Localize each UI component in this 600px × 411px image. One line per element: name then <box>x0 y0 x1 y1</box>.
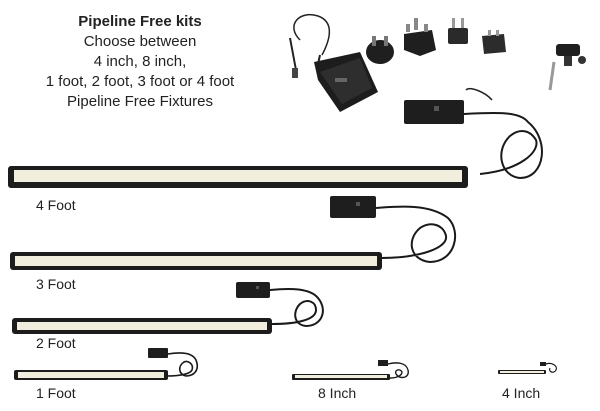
fixture-1-foot-icon <box>14 348 199 380</box>
power-adapter-icon <box>289 13 378 112</box>
plug-adapter-uk-icon <box>404 18 436 56</box>
plug-adapter-eu-icon <box>366 36 394 64</box>
description-line-3: 1 foot, 2 foot, 3 foot or 4 foot <box>45 73 235 90</box>
label-2-foot: 2 Foot <box>36 335 76 351</box>
mounting-clamp-icon <box>548 44 586 91</box>
description-line-4: Pipeline Free Fixtures <box>67 93 213 110</box>
label-8-inch: 8 Inch <box>318 385 357 401</box>
plug-adapter-au-icon <box>482 30 506 54</box>
label-1-foot: 1 Foot <box>36 385 76 401</box>
plug-adapter-us-icon <box>448 18 468 44</box>
label-3-foot: 3 Foot <box>36 276 76 292</box>
kit-heading: Pipeline Free kits <box>78 13 202 30</box>
label-4-foot: 4 Foot <box>36 197 76 213</box>
fixture-3-foot-icon <box>10 196 457 270</box>
description-line-2: 4 inch, 8 inch, <box>93 53 187 70</box>
fixture-4-foot-icon <box>8 88 543 188</box>
fixture-8-inch-icon <box>292 360 409 380</box>
fixture-4-inch-icon <box>498 362 557 374</box>
fixture-2-foot-icon <box>12 282 324 334</box>
kit-description: Pipeline Free kits Choose between 4 inch… <box>30 12 250 112</box>
description-line-1: Choose between <box>83 33 197 50</box>
label-4-inch: 4 Inch <box>502 385 541 401</box>
